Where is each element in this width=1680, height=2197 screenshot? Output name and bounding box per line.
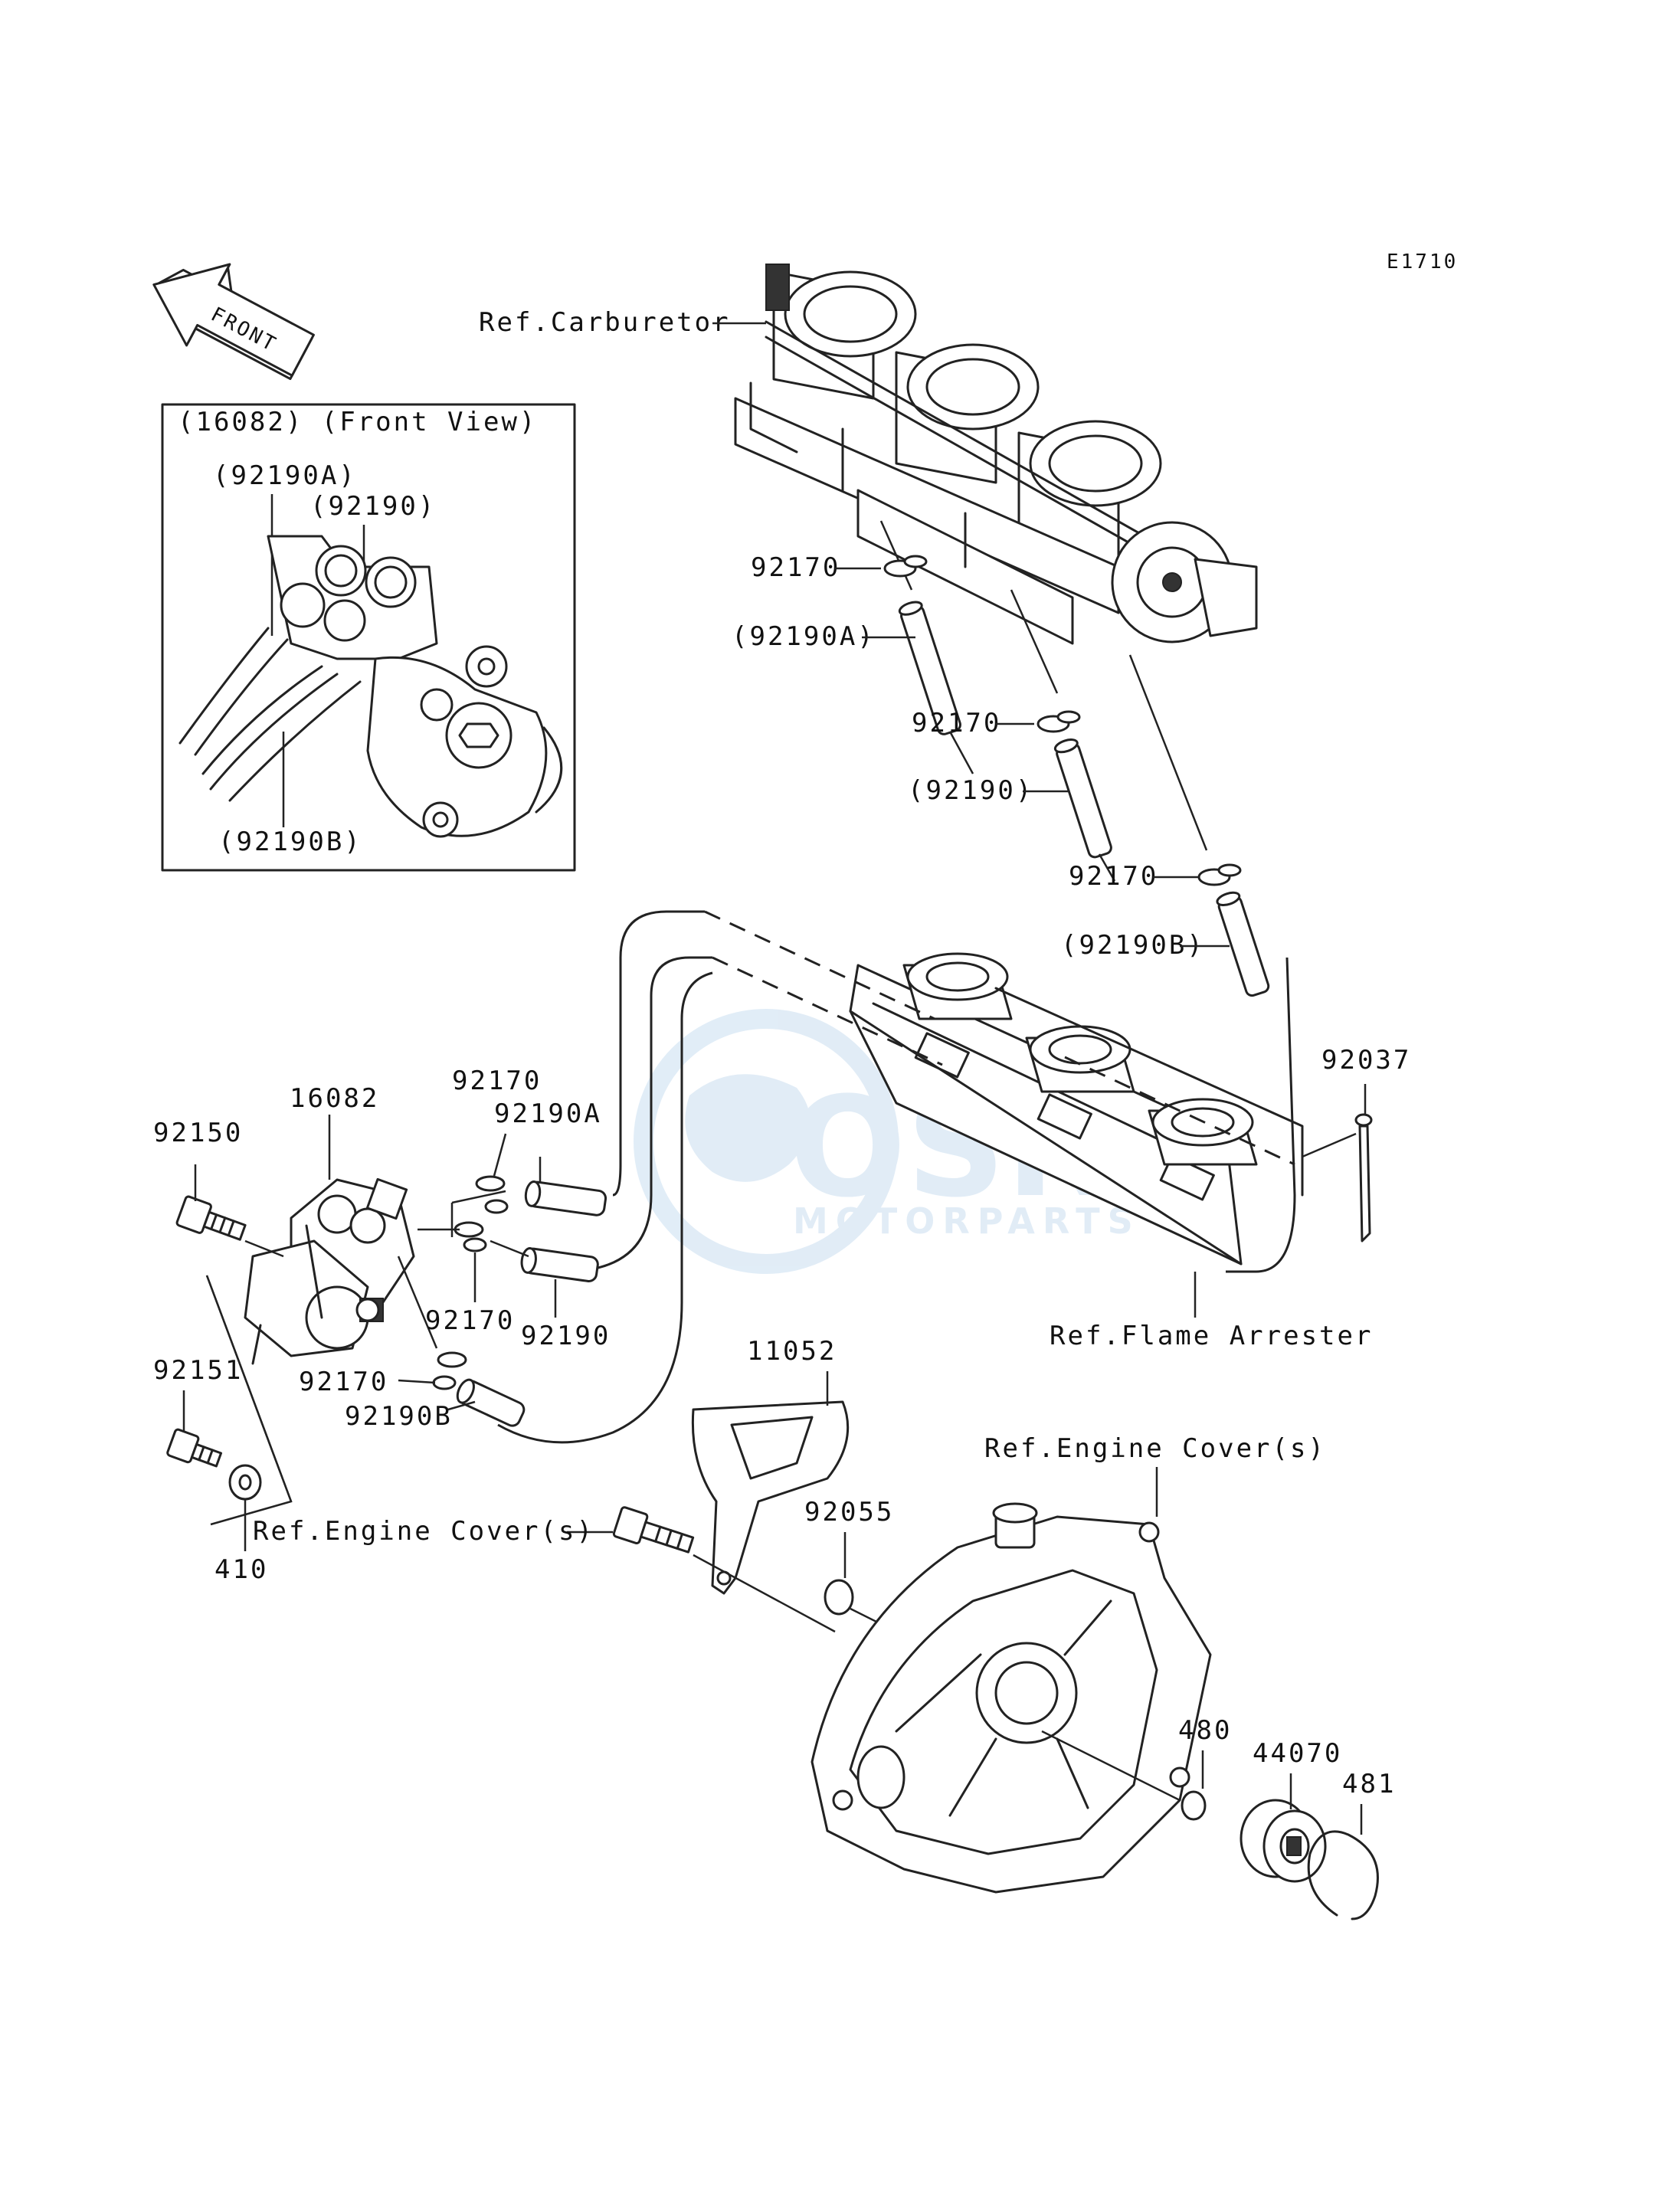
bearing-44070 [1240, 1799, 1327, 1883]
label-92170-d: 92170 [452, 1066, 542, 1096]
label-92170-f: 92170 [299, 1367, 388, 1397]
label-410: 410 [215, 1554, 268, 1585]
front-view-inset: (16082) (Front View) (92190A) (92190) (9… [161, 403, 576, 872]
label-ref-flame-arrester: Ref.Flame Arrester [1050, 1321, 1373, 1351]
fitting-92170-a [883, 555, 928, 578]
fitting-92170-d [475, 1175, 509, 1214]
callout-labels: Ref.Carburetor 92170 (92190A) 92170 (921… [153, 307, 1411, 1799]
cable-tie-92037 [1354, 1113, 1373, 1243]
watermark-sub: MOTORPARTS [793, 1200, 1141, 1242]
hose-92190A-lower [524, 1180, 607, 1216]
front-arrow-icon: FRONT [152, 263, 315, 381]
engine-cover [811, 1502, 1212, 1894]
fitting-92170-e [454, 1221, 487, 1252]
inset-frame [161, 403, 576, 872]
hose-92190A-upper [898, 601, 961, 735]
label-ref-engine-cover-right: Ref.Engine Cover(s) [984, 1433, 1326, 1464]
label-92055: 92055 [804, 1497, 894, 1527]
label-92190B-paren: (92190B) [1061, 930, 1205, 961]
label-92037: 92037 [1321, 1045, 1411, 1076]
hose-92190-upper [1053, 738, 1112, 859]
label-16082: 16082 [290, 1083, 379, 1114]
label-92150: 92150 [153, 1118, 243, 1148]
bracket-bolt [612, 1506, 695, 1554]
oil-pump-front-view [178, 535, 563, 838]
label-92151: 92151 [153, 1355, 243, 1386]
seal-480 [1181, 1790, 1207, 1821]
label-92190-paren: (92190) [908, 775, 1033, 806]
oil-pump-16082 [244, 1177, 415, 1365]
label-11052: 11052 [747, 1336, 837, 1367]
label-ref-engine-cover-left: Ref.Engine Cover(s) [253, 1516, 594, 1547]
label-92170-b: 92170 [912, 708, 1001, 738]
diagram-id: E1710 [1387, 250, 1458, 273]
hose-92190-lower [520, 1247, 599, 1282]
washer-410 [228, 1464, 262, 1501]
fitting-92170-c [1197, 863, 1242, 886]
circlip-481 [1307, 1830, 1379, 1920]
flame-arrester [849, 952, 1304, 1265]
label-92190: 92190 [521, 1321, 611, 1351]
label-481: 481 [1342, 1769, 1396, 1799]
bolt-92151 [166, 1428, 223, 1468]
label-92190A-paren: (92190A) [732, 621, 876, 652]
hose-92190B-lower [456, 1378, 526, 1427]
bracket-11052 [691, 1400, 850, 1595]
label-92170-e: 92170 [425, 1305, 515, 1336]
label-ref-carburetor: Ref.Carburetor [479, 307, 731, 338]
fitting-92170-f [432, 1351, 467, 1390]
label-480: 480 [1178, 1715, 1232, 1746]
carburetor-assembly [734, 264, 1258, 645]
inset-label-92190A: (92190A) [213, 460, 357, 491]
inset-title: (16082) (Front View) [178, 407, 537, 437]
label-92170-a: 92170 [751, 552, 840, 583]
hose-92190B-upper [1216, 891, 1270, 997]
label-92190B: 92190B [345, 1401, 453, 1432]
inset-label-92190B: (92190B) [218, 827, 362, 857]
label-44070: 44070 [1253, 1738, 1342, 1769]
fitting-92170-b [1036, 710, 1081, 733]
bolt-92150 [175, 1195, 247, 1241]
label-92190A: 92190A [494, 1098, 602, 1129]
watermark-globe-icon [634, 1009, 899, 1274]
label-92170-c: 92170 [1069, 861, 1158, 892]
o-ring-92055 [824, 1579, 854, 1616]
inset-label-92190: (92190) [310, 491, 436, 522]
